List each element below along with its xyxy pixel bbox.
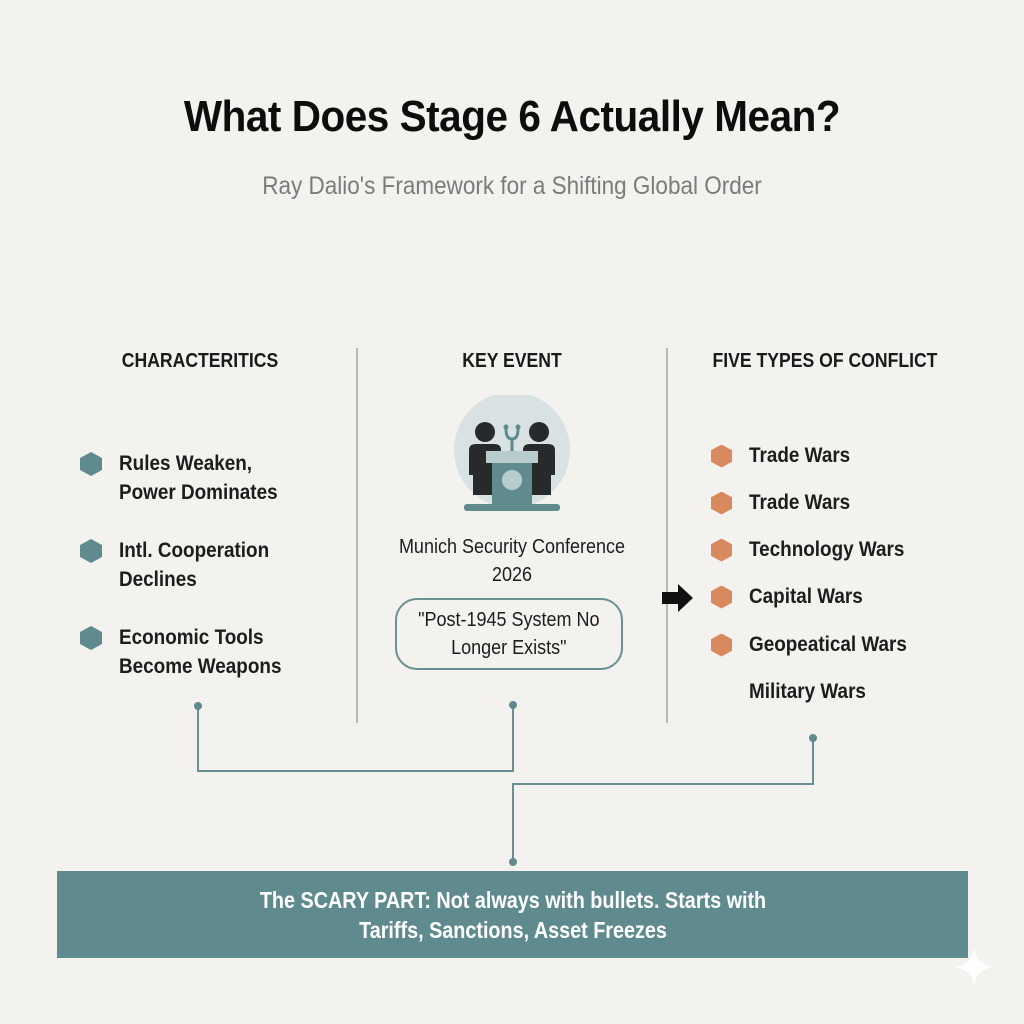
banner-line: Tariffs, Sanctions, Asset Freezes xyxy=(358,916,667,943)
event-name: Munich Security Conference 2026 xyxy=(377,533,647,589)
column-divider-left xyxy=(356,348,358,723)
hexagon-icon xyxy=(711,633,732,657)
hexagon-icon xyxy=(80,539,102,563)
conflict-item: Military Wars xyxy=(711,677,879,707)
key-event-heading: KEY EVENT xyxy=(462,350,562,372)
characteristic-line: Become Weapons xyxy=(119,655,282,678)
conflict-label: Geopeatical Wars xyxy=(749,633,907,656)
conflict-item: Trade Wars xyxy=(711,441,861,471)
characteristics-heading: CHARACTERITICS xyxy=(121,350,279,372)
event-name-line: Munich Security Conference xyxy=(398,536,626,558)
conflicts-heading: FIVE TYPES OF CONFLICT xyxy=(712,350,938,372)
characteristic-item: Intl. Cooperation Declines xyxy=(80,536,286,594)
hexagon-icon xyxy=(711,491,732,515)
right-arrow-icon xyxy=(662,584,693,612)
page-title: What Does Stage 6 Actually Mean? xyxy=(183,92,841,141)
column-divider-right xyxy=(666,348,668,723)
conflict-item: Geopeatical Wars xyxy=(711,630,924,660)
quote-box: "Post-1945 System No Longer Exists" xyxy=(395,598,623,670)
characteristic-line: Economic Tools xyxy=(119,626,264,649)
conflict-item: Capital Wars xyxy=(711,582,875,612)
hexagon-icon xyxy=(80,452,102,476)
characteristic-item: Rules Weaken, Power Dominates xyxy=(80,449,295,507)
characteristic-line: Rules Weaken, xyxy=(119,452,253,475)
hexagon-icon xyxy=(711,538,732,562)
hexagon-icon xyxy=(711,444,732,468)
conflict-label: Technology Wars xyxy=(749,538,905,561)
conflict-item: Technology Wars xyxy=(711,535,922,565)
characteristic-item: Economic Tools Become Weapons xyxy=(80,623,300,681)
hexagon-icon xyxy=(80,626,102,650)
conflict-item: Trade Wars xyxy=(711,488,861,518)
characteristic-line: Power Dominates xyxy=(119,481,278,504)
hexagon-icon xyxy=(711,585,732,609)
event-year: 2026 xyxy=(491,564,533,586)
podium-speakers-icon xyxy=(454,395,570,511)
warning-banner: The SCARY PART: Not always with bullets.… xyxy=(57,871,968,958)
banner-line: The SCARY PART: Not always with bullets.… xyxy=(259,886,766,913)
conflict-label: Trade Wars xyxy=(749,491,851,514)
conflict-label: Capital Wars xyxy=(749,585,863,608)
characteristic-line: Declines xyxy=(119,568,197,591)
conflict-label: Trade Wars xyxy=(749,444,851,467)
quote-line: "Post-1945 System No xyxy=(418,609,600,631)
characteristic-line: Intl. Cooperation xyxy=(119,539,270,562)
quote-line: Longer Exists" xyxy=(451,637,567,659)
sparkle-icon xyxy=(954,947,994,987)
conflict-label: Military Wars xyxy=(749,680,866,703)
page-subtitle: Ray Dalio's Framework for a Shifting Glo… xyxy=(262,172,762,200)
